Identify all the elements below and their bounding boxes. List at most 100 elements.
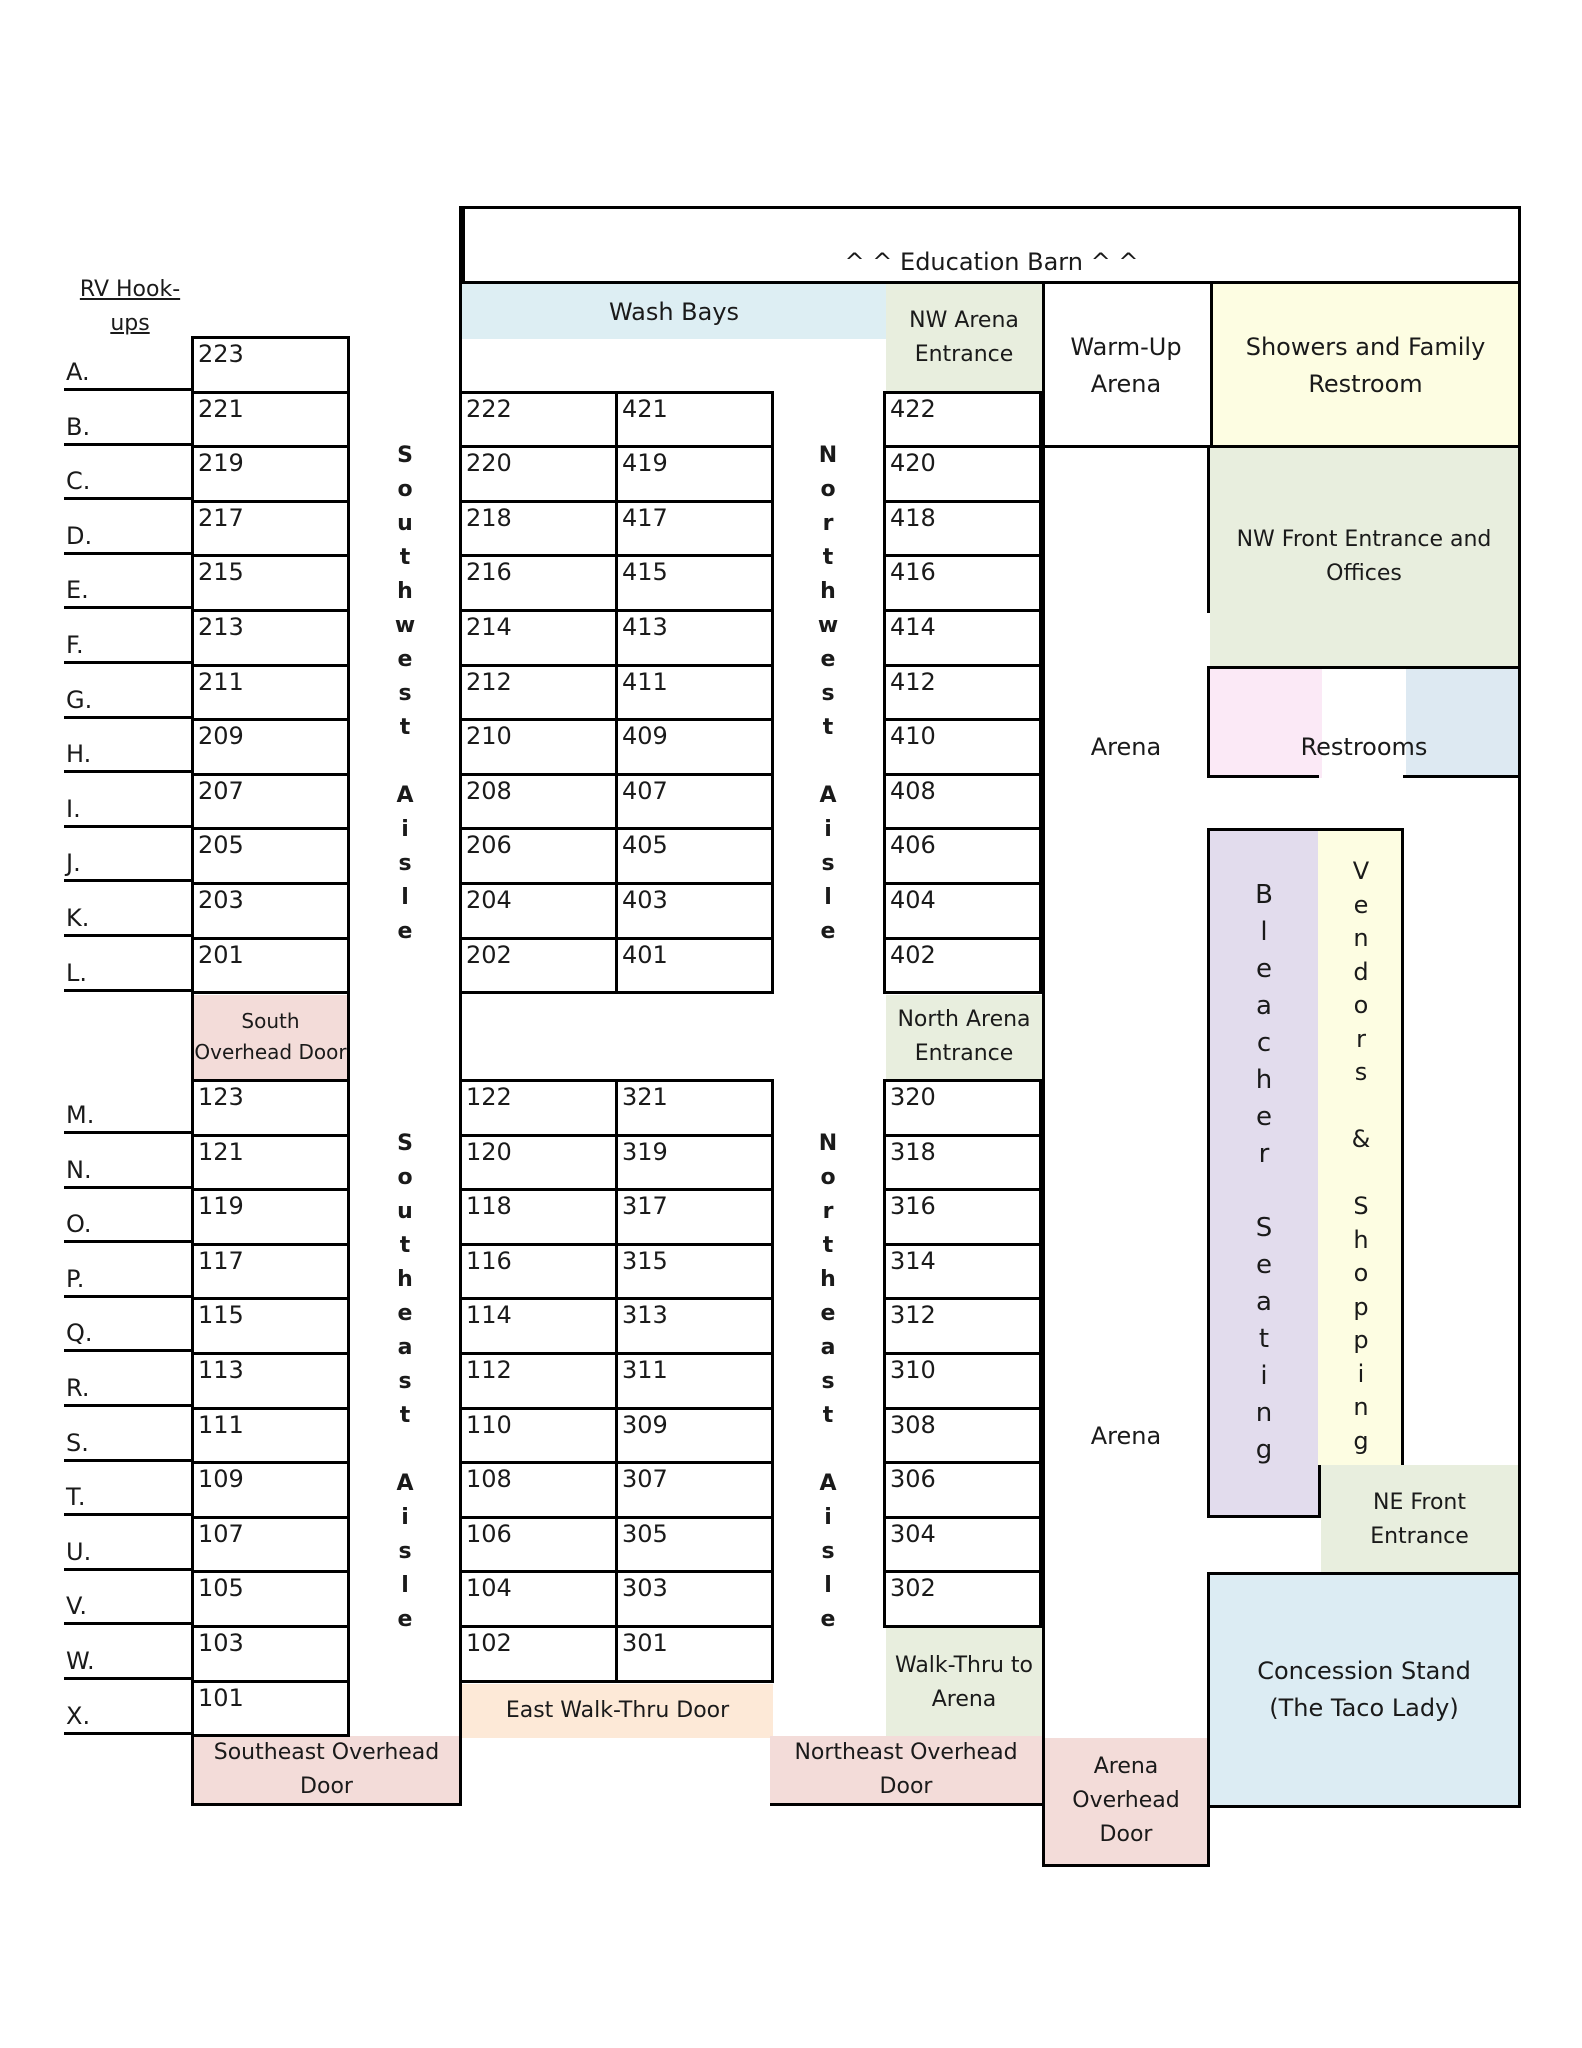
stall-321[interactable]: 321 [615, 1079, 774, 1137]
east-walk-thru-door[interactable]: East Walk-Thru Door [462, 1684, 773, 1738]
stall-308[interactable]: 308 [883, 1406, 1042, 1465]
stall-307[interactable]: 307 [615, 1461, 774, 1519]
stall-223[interactable]: 223 [191, 336, 350, 394]
stall-414[interactable]: 414 [883, 609, 1042, 667]
stall-117[interactable]: 117 [191, 1242, 350, 1301]
stall-118[interactable]: 118 [459, 1188, 618, 1246]
stall-401[interactable]: 401 [615, 936, 774, 995]
stall-409[interactable]: 409 [615, 718, 774, 776]
stall-320[interactable]: 320 [883, 1079, 1042, 1137]
stall-220[interactable]: 220 [459, 445, 618, 503]
stall-314[interactable]: 314 [883, 1242, 1042, 1301]
stall-101[interactable]: 101 [191, 1679, 350, 1738]
stall-206[interactable]: 206 [459, 827, 618, 885]
stall-216[interactable]: 216 [459, 554, 618, 612]
stall-422[interactable]: 422 [883, 390, 1042, 449]
stall-202[interactable]: 202 [459, 936, 618, 995]
stall-119[interactable]: 119 [191, 1188, 350, 1246]
stall-404[interactable]: 404 [883, 882, 1042, 940]
stall-218[interactable]: 218 [459, 499, 618, 558]
stall-410[interactable]: 410 [883, 718, 1042, 776]
stall-316[interactable]: 316 [883, 1188, 1042, 1246]
stall-310[interactable]: 310 [883, 1352, 1042, 1410]
stall-415[interactable]: 415 [615, 554, 774, 612]
stall-123[interactable]: 123 [191, 1079, 350, 1137]
south-overhead-door[interactable]: South Overhead Door [194, 995, 347, 1079]
stall-403[interactable]: 403 [615, 882, 774, 940]
stall-106[interactable]: 106 [459, 1515, 618, 1574]
stall-408[interactable]: 408 [883, 772, 1042, 831]
stall-407[interactable]: 407 [615, 772, 774, 831]
stall-217[interactable]: 217 [191, 499, 350, 558]
stall-421[interactable]: 421 [615, 390, 774, 449]
stall-215[interactable]: 215 [191, 554, 350, 612]
stall-411[interactable]: 411 [615, 663, 774, 722]
stall-102[interactable]: 102 [459, 1625, 618, 1683]
stall-108[interactable]: 108 [459, 1461, 618, 1519]
stall-107[interactable]: 107 [191, 1515, 350, 1574]
stall-318[interactable]: 318 [883, 1133, 1042, 1192]
stall-201[interactable]: 201 [191, 936, 350, 995]
stall-413[interactable]: 413 [615, 609, 774, 667]
stall-303[interactable]: 303 [615, 1570, 774, 1628]
stall-204[interactable]: 204 [459, 882, 618, 940]
stall-306[interactable]: 306 [883, 1461, 1042, 1519]
north-arena-entrance[interactable]: North Arena Entrance [886, 995, 1042, 1079]
stall-116[interactable]: 116 [459, 1242, 618, 1301]
northeast-overhead-door[interactable]: Northeast Overhead Door [770, 1736, 1042, 1806]
stall-114[interactable]: 114 [459, 1297, 618, 1355]
stall-113[interactable]: 113 [191, 1352, 350, 1410]
nw-front-left-line [1207, 448, 1210, 613]
stall-208[interactable]: 208 [459, 772, 618, 831]
ne-front-entrance[interactable]: NE Front Entrance [1321, 1465, 1518, 1575]
stall-213[interactable]: 213 [191, 609, 350, 667]
stall-211[interactable]: 211 [191, 663, 350, 722]
stall-110[interactable]: 110 [459, 1406, 618, 1465]
stall-214[interactable]: 214 [459, 609, 618, 667]
stall-402[interactable]: 402 [883, 936, 1042, 995]
stall-305[interactable]: 305 [615, 1515, 774, 1574]
stall-412[interactable]: 412 [883, 663, 1042, 722]
stall-104[interactable]: 104 [459, 1570, 618, 1628]
stall-112[interactable]: 112 [459, 1352, 618, 1410]
stall-221[interactable]: 221 [191, 390, 350, 449]
stall-209[interactable]: 209 [191, 718, 350, 776]
walk-thru-to-arena[interactable]: Walk-Thru to Arena [886, 1628, 1042, 1738]
stall-122[interactable]: 122 [459, 1079, 618, 1137]
arena-overhead-door[interactable]: Arena Overhead Door [1042, 1738, 1210, 1867]
stall-301[interactable]: 301 [615, 1625, 774, 1683]
nw-arena-entrance[interactable]: NW Arena Entrance [886, 284, 1042, 392]
stall-319[interactable]: 319 [615, 1133, 774, 1192]
stall-304[interactable]: 304 [883, 1515, 1042, 1574]
stall-219[interactable]: 219 [191, 445, 350, 503]
stall-417[interactable]: 417 [615, 499, 774, 558]
stall-207[interactable]: 207 [191, 772, 350, 831]
stall-315[interactable]: 315 [615, 1242, 774, 1301]
southeast-overhead-door[interactable]: Southeast Overhead Door [191, 1736, 462, 1806]
stall-419[interactable]: 419 [615, 445, 774, 503]
stall-302[interactable]: 302 [883, 1570, 1042, 1628]
stall-309[interactable]: 309 [615, 1406, 774, 1465]
stall-103[interactable]: 103 [191, 1625, 350, 1683]
stall-203[interactable]: 203 [191, 882, 350, 940]
stall-313[interactable]: 313 [615, 1297, 774, 1355]
stall-109[interactable]: 109 [191, 1461, 350, 1519]
stall-212[interactable]: 212 [459, 663, 618, 722]
stall-210[interactable]: 210 [459, 718, 618, 776]
stall-311[interactable]: 311 [615, 1352, 774, 1410]
nw-front-entrance[interactable]: NW Front Entrance and Offices [1210, 448, 1521, 666]
stall-418[interactable]: 418 [883, 499, 1042, 558]
stall-222[interactable]: 222 [459, 390, 618, 449]
stall-406[interactable]: 406 [883, 827, 1042, 885]
stall-115[interactable]: 115 [191, 1297, 350, 1355]
stall-121[interactable]: 121 [191, 1133, 350, 1192]
stall-120[interactable]: 120 [459, 1133, 618, 1192]
stall-205[interactable]: 205 [191, 827, 350, 885]
stall-405[interactable]: 405 [615, 827, 774, 885]
stall-317[interactable]: 317 [615, 1188, 774, 1246]
stall-105[interactable]: 105 [191, 1570, 350, 1628]
stall-416[interactable]: 416 [883, 554, 1042, 612]
stall-312[interactable]: 312 [883, 1297, 1042, 1355]
stall-420[interactable]: 420 [883, 445, 1042, 503]
stall-111[interactable]: 111 [191, 1406, 350, 1465]
